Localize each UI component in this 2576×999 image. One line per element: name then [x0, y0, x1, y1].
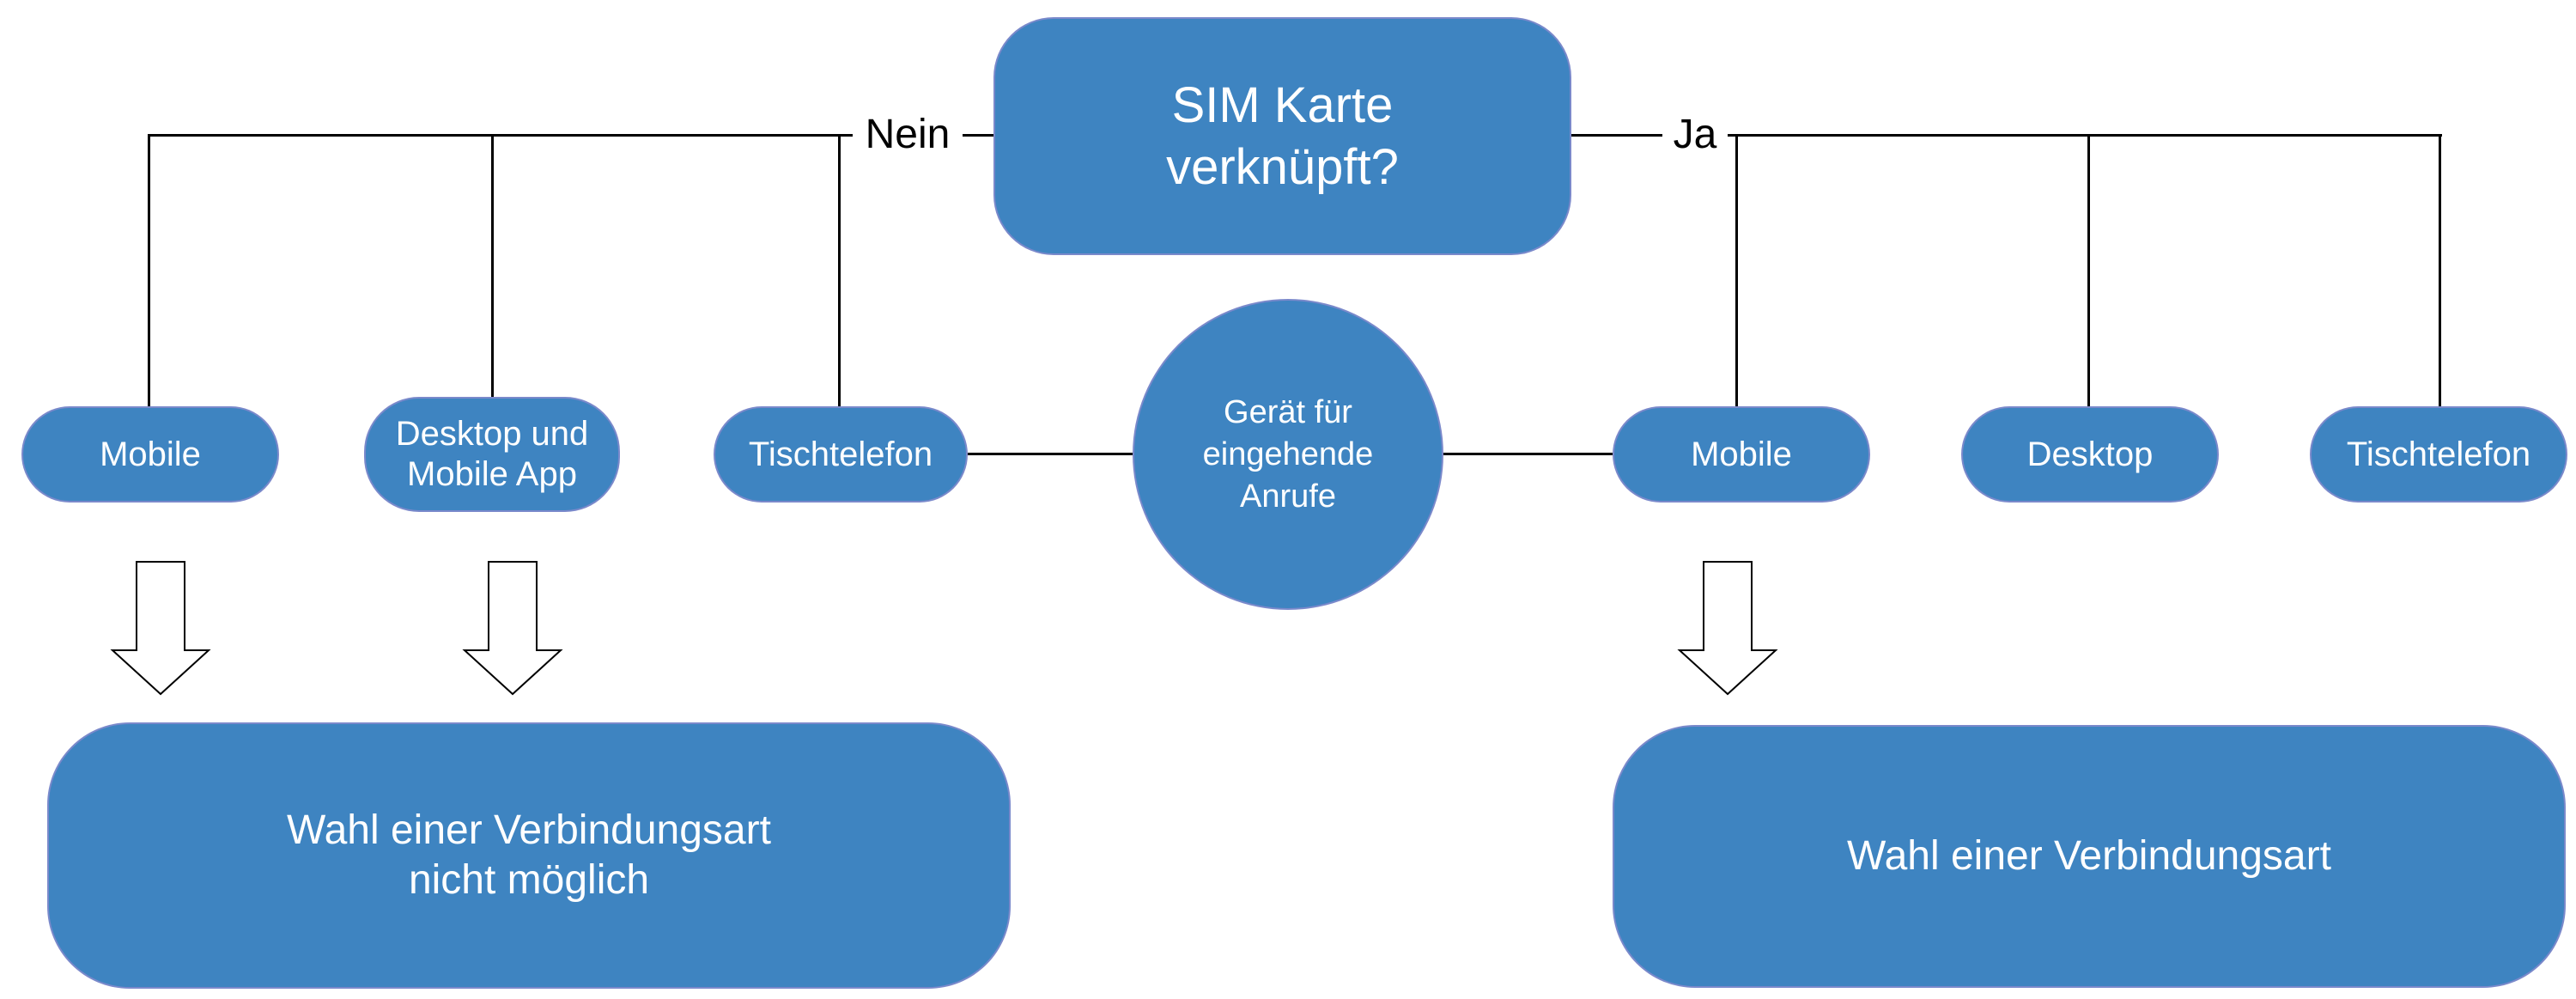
connector-yes-desktop-drop	[2087, 134, 2090, 406]
hub-node-line3: Anrufe	[1240, 478, 1336, 515]
hub-node-line2: eingehende	[1202, 436, 1374, 472]
node-no-mobile: Mobile	[21, 406, 279, 503]
node-no-desktop-mobile-app-line1: Desktop und	[395, 415, 589, 453]
connector-hub-right	[1440, 453, 1613, 455]
connector-no-tischtelefon-drop	[838, 134, 841, 406]
connector-no-branch-horizontal	[149, 134, 993, 137]
node-yes-tischtelefon-label: Tischtelefon	[2346, 435, 2531, 473]
edge-label-nein: Nein	[853, 108, 963, 161]
node-yes-mobile-label: Mobile	[1691, 435, 1792, 473]
node-no-desktop-mobile-app: Desktop und Mobile App	[364, 397, 620, 512]
down-arrow-icon	[110, 561, 211, 696]
decision-node-line2: verknüpft?	[1166, 138, 1399, 195]
edge-label-nein-text: Nein	[865, 112, 951, 157]
connector-yes-mobile-drop	[1735, 134, 1738, 406]
result-node-no-line1: Wahl einer Verbindungsart	[287, 807, 771, 853]
node-no-tischtelefon: Tischtelefon	[714, 406, 968, 503]
connector-yes-tischtelefon-drop	[2439, 134, 2441, 406]
down-arrow-icon	[462, 561, 563, 696]
edge-label-ja: Ja	[1662, 108, 1728, 161]
node-no-tischtelefon-label: Tischtelefon	[748, 435, 933, 473]
edge-label-ja-text: Ja	[1673, 112, 1717, 157]
result-node-yes: Wahl einer Verbindungsart	[1613, 725, 2566, 988]
node-yes-tischtelefon: Tischtelefon	[2310, 406, 2567, 503]
node-yes-desktop: Desktop	[1961, 406, 2219, 503]
node-no-desktop-mobile-app-line2: Mobile App	[407, 455, 577, 493]
down-arrow-icon	[1677, 561, 1778, 696]
connector-no-mobile-drop	[148, 134, 150, 406]
hub-node-geraet: Gerät für eingehende Anrufe	[1133, 299, 1443, 610]
decision-node-line1: SIM Karte	[1171, 76, 1394, 133]
node-no-mobile-label: Mobile	[100, 435, 201, 473]
node-yes-desktop-label: Desktop	[2026, 435, 2154, 473]
hub-node-line1: Gerät für	[1224, 393, 1352, 430]
connector-hub-left	[968, 453, 1136, 455]
connector-yes-branch-horizontal	[1571, 134, 2442, 137]
node-yes-mobile: Mobile	[1613, 406, 1870, 503]
connector-no-desktop-app-drop	[491, 134, 494, 397]
result-node-yes-label: Wahl einer Verbindungsart	[1847, 833, 2331, 879]
result-node-no-line2: nicht möglich	[408, 857, 650, 903]
result-node-no: Wahl einer Verbindungsart nicht möglich	[47, 722, 1011, 989]
decision-node-sim-karte: SIM Karte verknüpft?	[993, 17, 1571, 255]
